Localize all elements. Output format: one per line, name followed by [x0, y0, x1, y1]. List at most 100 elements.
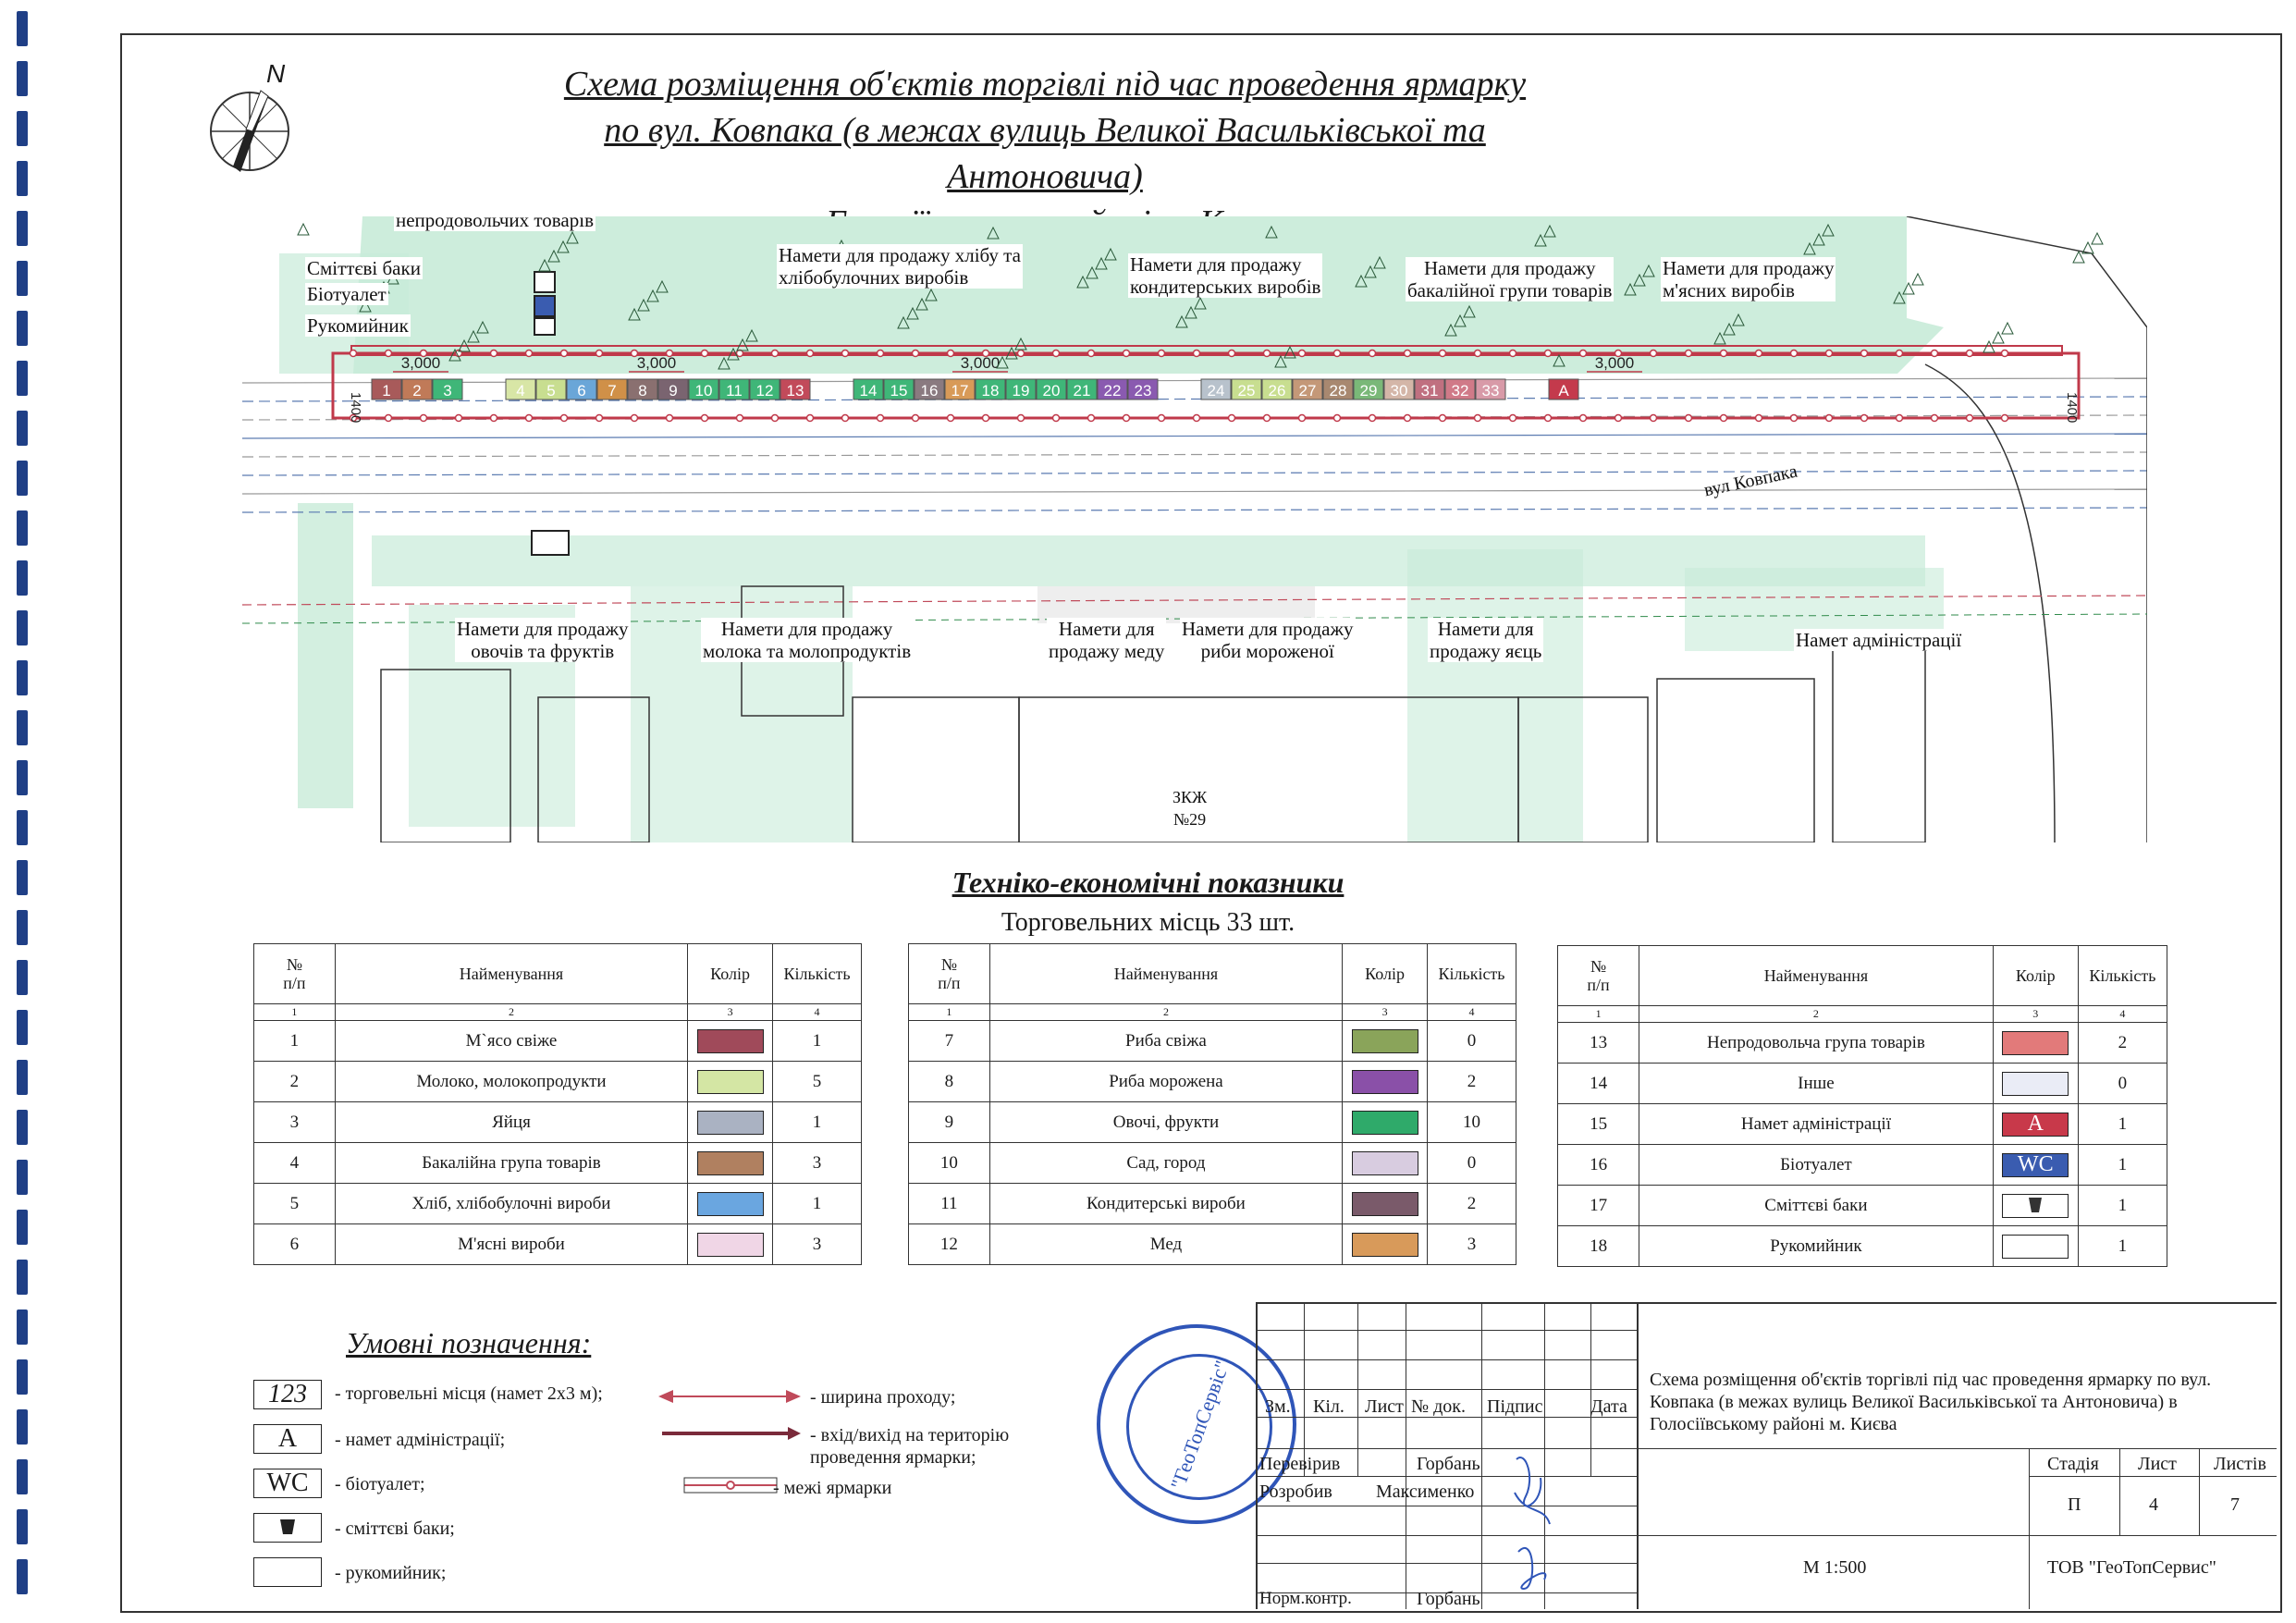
boundary-node	[349, 413, 358, 423]
binding-hole	[17, 1210, 28, 1245]
color-swatch	[1351, 1069, 1418, 1094]
stall-23	[1127, 378, 1159, 400]
tree-icon	[1803, 241, 1816, 255]
stall-27	[1292, 378, 1323, 400]
boundary-node	[1473, 413, 1482, 423]
binding-hole	[17, 411, 28, 446]
color-swatch	[696, 1069, 764, 1094]
legend-wash: - рукомийник;	[335, 1563, 447, 1583]
row-no: 11	[908, 1183, 990, 1224]
tree-icon	[1005, 346, 1018, 360]
row-name: Хліб, хлібобулочні вироби	[334, 1183, 689, 1224]
boundary-node	[1087, 413, 1096, 423]
row-qty: 1	[772, 1183, 862, 1224]
boundary-node	[1227, 349, 1236, 358]
col-number: 2	[334, 1003, 689, 1021]
row-no: 2	[253, 1061, 336, 1102]
row-name: Риба морожена	[988, 1061, 1344, 1102]
stall-28	[1322, 378, 1354, 400]
boundary-node	[805, 413, 815, 423]
stall-label: 12	[756, 382, 774, 400]
green-strip	[372, 535, 1925, 586]
stall-label: 19	[1013, 382, 1030, 400]
binding-hole	[17, 610, 28, 646]
building-number: ЗКЖ №29	[1173, 788, 1208, 829]
stall-label: 29	[1360, 382, 1378, 400]
stamp-text: "ГеоТопСервіс"	[1165, 1357, 1234, 1493]
building	[380, 669, 511, 842]
binding-hole	[17, 810, 28, 845]
stall-21	[1066, 378, 1098, 400]
tb-checked-name: Горбань	[1417, 1454, 1480, 1474]
row-name: Бакалійна група товарів	[334, 1142, 689, 1184]
col-number: 4	[2077, 1005, 2168, 1023]
row-name: М`ясо свіже	[334, 1020, 689, 1062]
washbasin-icon	[534, 317, 556, 336]
stall-label: 16	[921, 382, 939, 400]
row-no: 9	[908, 1101, 990, 1143]
label-toilet: Біотуалет	[305, 283, 388, 305]
stall-label: 25	[1238, 382, 1256, 400]
tree-icon	[906, 306, 919, 320]
stall-A	[1548, 378, 1579, 400]
tb-sheets-label: Листів	[2214, 1454, 2266, 1474]
boundary-node	[735, 413, 744, 423]
legend-border: - межі ярмарки	[773, 1478, 892, 1498]
tree-icon	[718, 356, 731, 370]
row-no: 13	[1556, 1022, 1640, 1064]
boundary-node	[665, 349, 674, 358]
label-bins: Сміттєві баки	[305, 257, 423, 279]
stall-label: 20	[1043, 382, 1061, 400]
row-color	[687, 1183, 774, 1224]
boundary-node	[1157, 413, 1166, 423]
tree-icon	[727, 347, 740, 361]
col-number: 3	[1342, 1003, 1429, 1021]
boundary-node	[1824, 413, 1834, 423]
stall-label: 9	[669, 382, 677, 400]
row-color	[1992, 1063, 2079, 1104]
boundary-node	[1438, 413, 1447, 423]
row-color	[1342, 1020, 1429, 1062]
col-number: 2	[1639, 1005, 1994, 1023]
col-no-header: № п/п	[1556, 945, 1640, 1006]
boundary-node	[770, 349, 780, 358]
tree-icon	[1355, 274, 1368, 288]
stall-label: 6	[577, 382, 585, 400]
stall-label: 32	[1452, 382, 1469, 400]
binding-hole	[17, 1160, 28, 1195]
stall-14	[853, 378, 884, 400]
binding-hole	[17, 860, 28, 895]
stall-8	[627, 378, 658, 400]
color-swatch	[1351, 1150, 1418, 1175]
tree-icon	[1274, 354, 1287, 368]
boundary-node	[1824, 349, 1834, 358]
boundary-node	[1122, 349, 1131, 358]
color-swatch	[1351, 1028, 1418, 1053]
tree-icon	[538, 258, 551, 272]
road-line	[242, 451, 2147, 458]
row-qty: 2	[1427, 1061, 1516, 1102]
label-honey: Намети для продажу меду	[1047, 618, 1167, 662]
boundary-node	[1543, 349, 1553, 358]
legend-stall-symbol: 123	[253, 1380, 322, 1409]
col-color-header: Колір	[687, 943, 774, 1004]
row-no: 5	[253, 1183, 336, 1224]
road-edge	[1924, 363, 2056, 842]
stall-label: 3	[443, 382, 451, 400]
col-number: 2	[988, 1003, 1344, 1021]
row-qty: 2	[2077, 1022, 2168, 1064]
road-edge	[1906, 216, 2147, 842]
tree-icon	[915, 297, 928, 311]
building	[1656, 678, 1815, 842]
tree-icon	[646, 289, 659, 302]
boundary-node	[1543, 413, 1553, 423]
boundary-node	[1332, 413, 1342, 423]
green-zone-3	[1407, 549, 1583, 842]
stall-label: 14	[860, 382, 878, 400]
row-color	[687, 1101, 774, 1143]
binding-hole	[17, 161, 28, 196]
stall-26	[1261, 378, 1293, 400]
